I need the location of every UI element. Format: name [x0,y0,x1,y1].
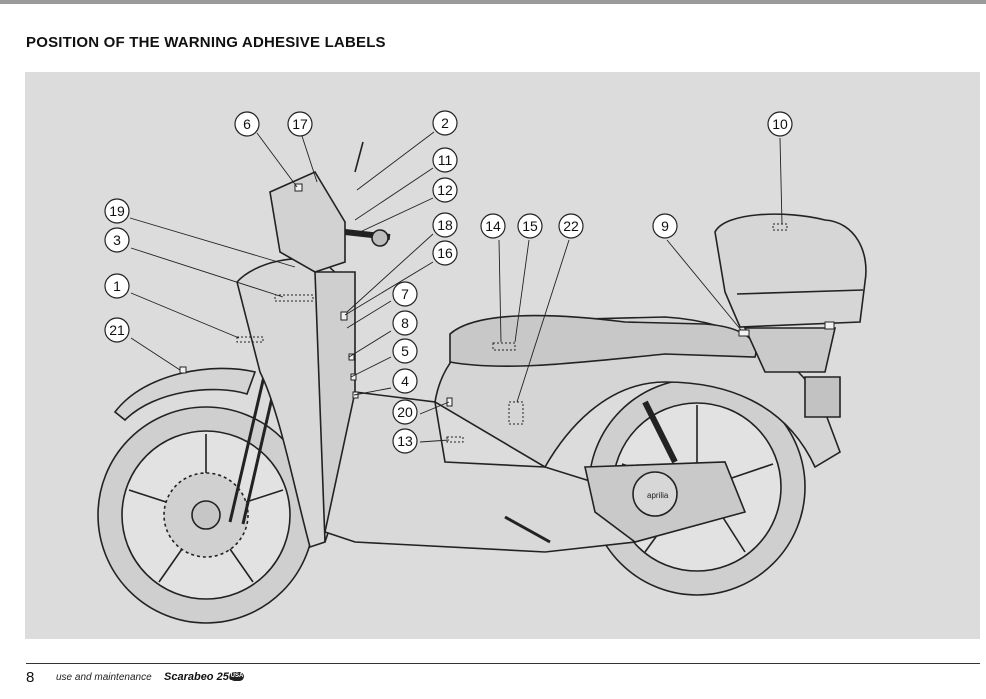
callout-number-16: 16 [437,245,453,261]
scooter-illustration: aprilia 61721112181619312178542013141522… [97,110,867,624]
callout-number-21: 21 [109,322,125,338]
callout-circle-16 [432,240,458,266]
callout-circle-21 [104,317,130,343]
callout-circle-15 [517,213,543,239]
brand-label: aprilia [647,491,669,500]
footer-model: Scarabeo 250 [164,671,235,683]
headset [269,170,346,273]
top-rule [0,0,986,4]
footer-rule [26,663,980,664]
callout-circle-9 [652,213,678,239]
callout-circle-8 [392,310,418,336]
callout-circle-3 [104,227,130,253]
callout-number-6: 6 [243,116,251,132]
callout-circle-4 [392,368,418,394]
callout-number-20: 20 [397,404,413,420]
page-title: POSITION OF THE WARNING ADHESIVE LABELS [26,34,386,51]
callout-circle-1 [104,273,130,299]
callout-circle-10 [767,111,793,137]
label-area-1 [236,336,264,343]
callout-number-8: 8 [401,315,409,331]
callout-number-17: 17 [292,116,308,132]
page-number: 8 [26,669,35,686]
callout-number-11: 11 [438,152,453,168]
callout-number-14: 14 [485,218,501,234]
label-area-22 [508,401,524,425]
footer-text: use and maintenance [56,672,152,683]
callout-number-5: 5 [401,343,409,359]
label-area-13 [446,436,464,443]
front-mudguard [113,367,257,422]
callout-circle-7 [392,281,418,307]
callout-number-13: 13 [397,433,413,449]
footer-badge: USA [230,672,244,681]
top-case [714,213,867,328]
callout-circle-13 [392,428,418,454]
callout-circle-6 [234,111,260,137]
callout-circle-19 [104,198,130,224]
callout-circle-18 [432,212,458,238]
callout-number-18: 18 [437,217,453,233]
callout-number-19: 19 [109,203,125,219]
label-area-10 [772,223,788,231]
callout-number-22: 22 [563,218,579,234]
callout-circle-14 [480,213,506,239]
callout-number-2: 2 [441,115,449,131]
callout-number-12: 12 [437,182,453,198]
callout-circle-2 [432,110,458,136]
label-area-3 [274,294,314,302]
label-area-14 [492,342,516,351]
callout-circle-20 [392,399,418,425]
callout-number-7: 7 [401,286,409,302]
callout-number-4: 4 [401,373,409,389]
callout-number-1: 1 [113,278,121,294]
callout-number-3: 3 [113,232,121,248]
callout-circle-17 [287,111,313,137]
callout-number-10: 10 [772,116,788,132]
callout-circle-5 [392,338,418,364]
callout-circle-12 [432,177,458,203]
callout-number-9: 9 [661,218,669,234]
callout-number-15: 15 [522,218,538,234]
callout-circle-22 [558,213,584,239]
callout-circle-11 [432,147,458,173]
